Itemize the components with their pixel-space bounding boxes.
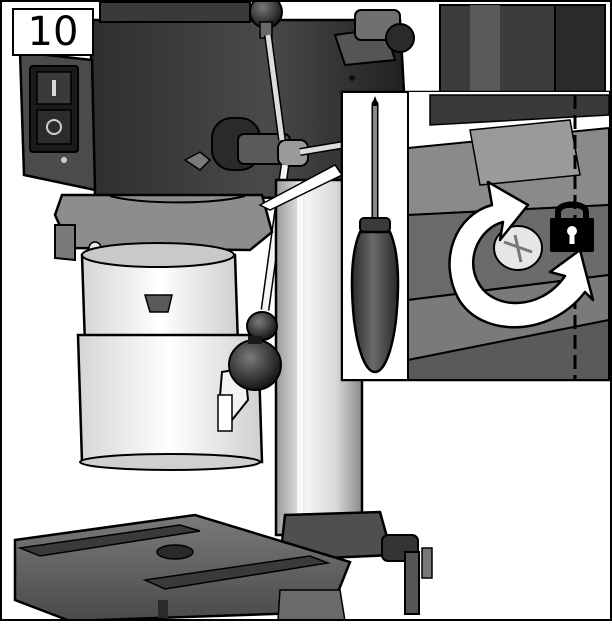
table-assembly — [13, 510, 433, 623]
top-knobs — [249, 0, 415, 81]
padlock-icon — [550, 201, 594, 252]
spindle-flange — [53, 193, 274, 271]
feed-knob — [228, 311, 282, 391]
quill — [76, 242, 264, 471]
rear-housing — [439, 4, 606, 96]
step-number: 10 — [12, 8, 94, 56]
screwdriver-icon — [350, 96, 400, 374]
switch-box — [18, 50, 97, 192]
